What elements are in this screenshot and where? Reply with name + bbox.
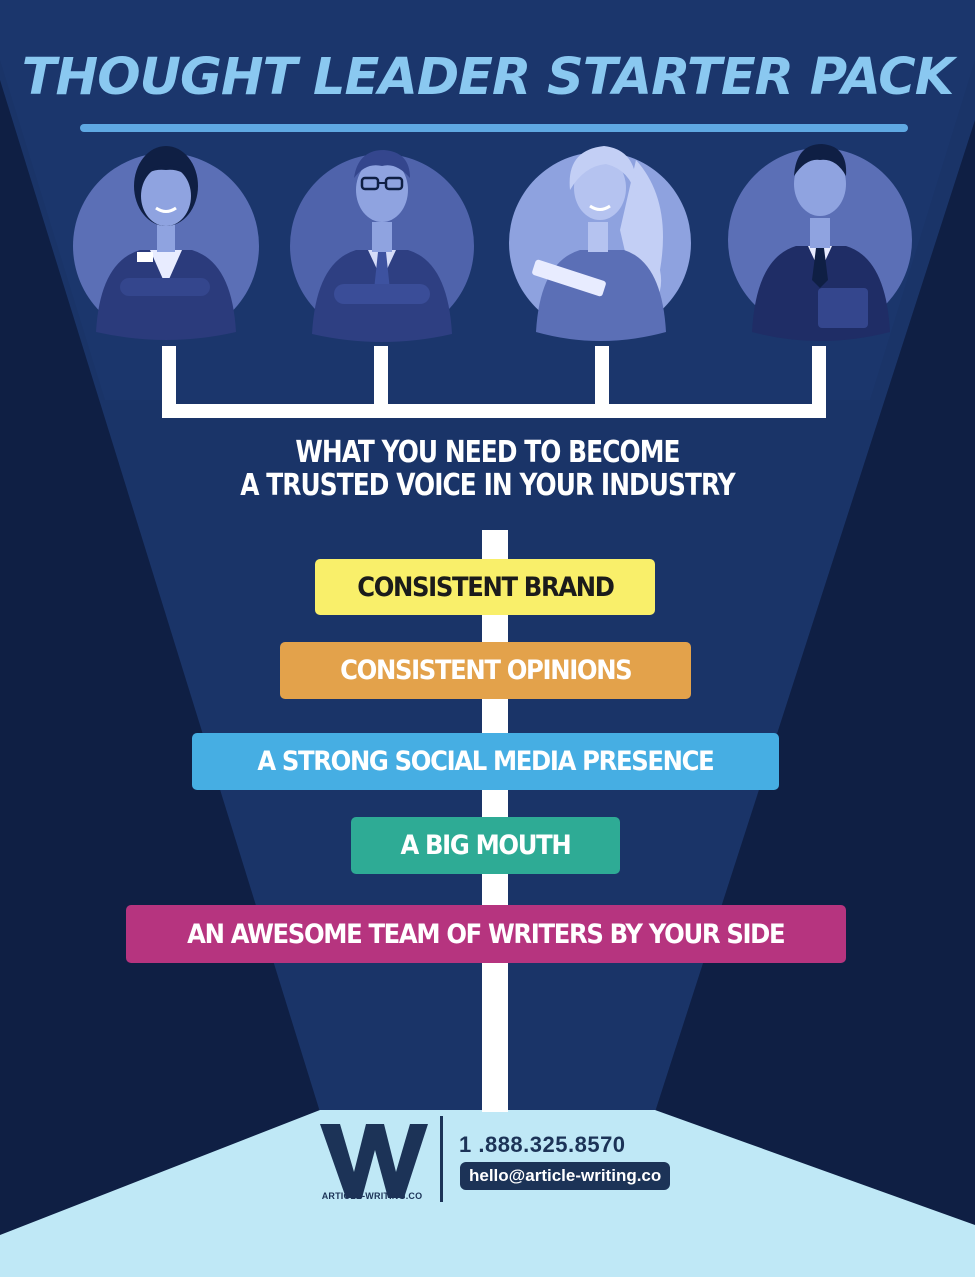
list-item-consistent-opinions: CONSISTENT OPINIONS xyxy=(280,642,691,699)
phone-number[interactable]: 1 .888.325.8570 xyxy=(459,1132,626,1157)
subtitle-line-1: WHAT YOU NEED TO BECOME xyxy=(295,435,680,470)
list-item-team-of-writers: AN AWESOME TEAM OF WRITERS BY YOUR SIDE xyxy=(126,905,846,963)
list-item-big-mouth: A BIG MOUTH xyxy=(351,817,620,874)
connector-bracket xyxy=(162,346,826,418)
list-item-label: A BIG MOUTH xyxy=(400,830,572,861)
subtitle: WHAT YOU NEED TO BECOME A TRUSTED VOICE … xyxy=(39,436,936,502)
subtitle-line-2: A TRUSTED VOICE IN YOUR INDUSTRY xyxy=(240,468,735,503)
list-item-label: CONSISTENT OPINIONS xyxy=(339,655,633,686)
list-item-social-media-presence: A STRONG SOCIAL MEDIA PRESENCE xyxy=(192,733,779,790)
man-with-glasses-avatar xyxy=(290,150,474,342)
list-item-consistent-brand: CONSISTENT BRAND xyxy=(315,559,655,615)
title-underline xyxy=(80,124,908,132)
email-address[interactable]: hello@article-writing.co xyxy=(460,1162,671,1190)
page-title: THOUGHT LEADER STARTER PACK xyxy=(21,48,955,107)
list-item-label: CONSISTENT BRAND xyxy=(356,571,615,603)
list-item-label: A STRONG SOCIAL MEDIA PRESENCE xyxy=(257,746,715,777)
man-with-folder-avatar xyxy=(728,144,912,341)
list-item-label: AN AWESOME TEAM OF WRITERS BY YOUR SIDE xyxy=(187,918,785,950)
brand-name: ARTICLE-WRITING.CO xyxy=(321,1191,423,1201)
woman-with-badge-avatar xyxy=(73,146,259,340)
footer-divider xyxy=(440,1116,443,1202)
woman-with-notebook-avatar xyxy=(509,146,691,341)
people-group xyxy=(73,144,912,418)
article-writing-logo xyxy=(320,1124,428,1198)
requirements-list: CONSISTENT BRAND CONSISTENT OPINIONS A S… xyxy=(126,530,846,1112)
